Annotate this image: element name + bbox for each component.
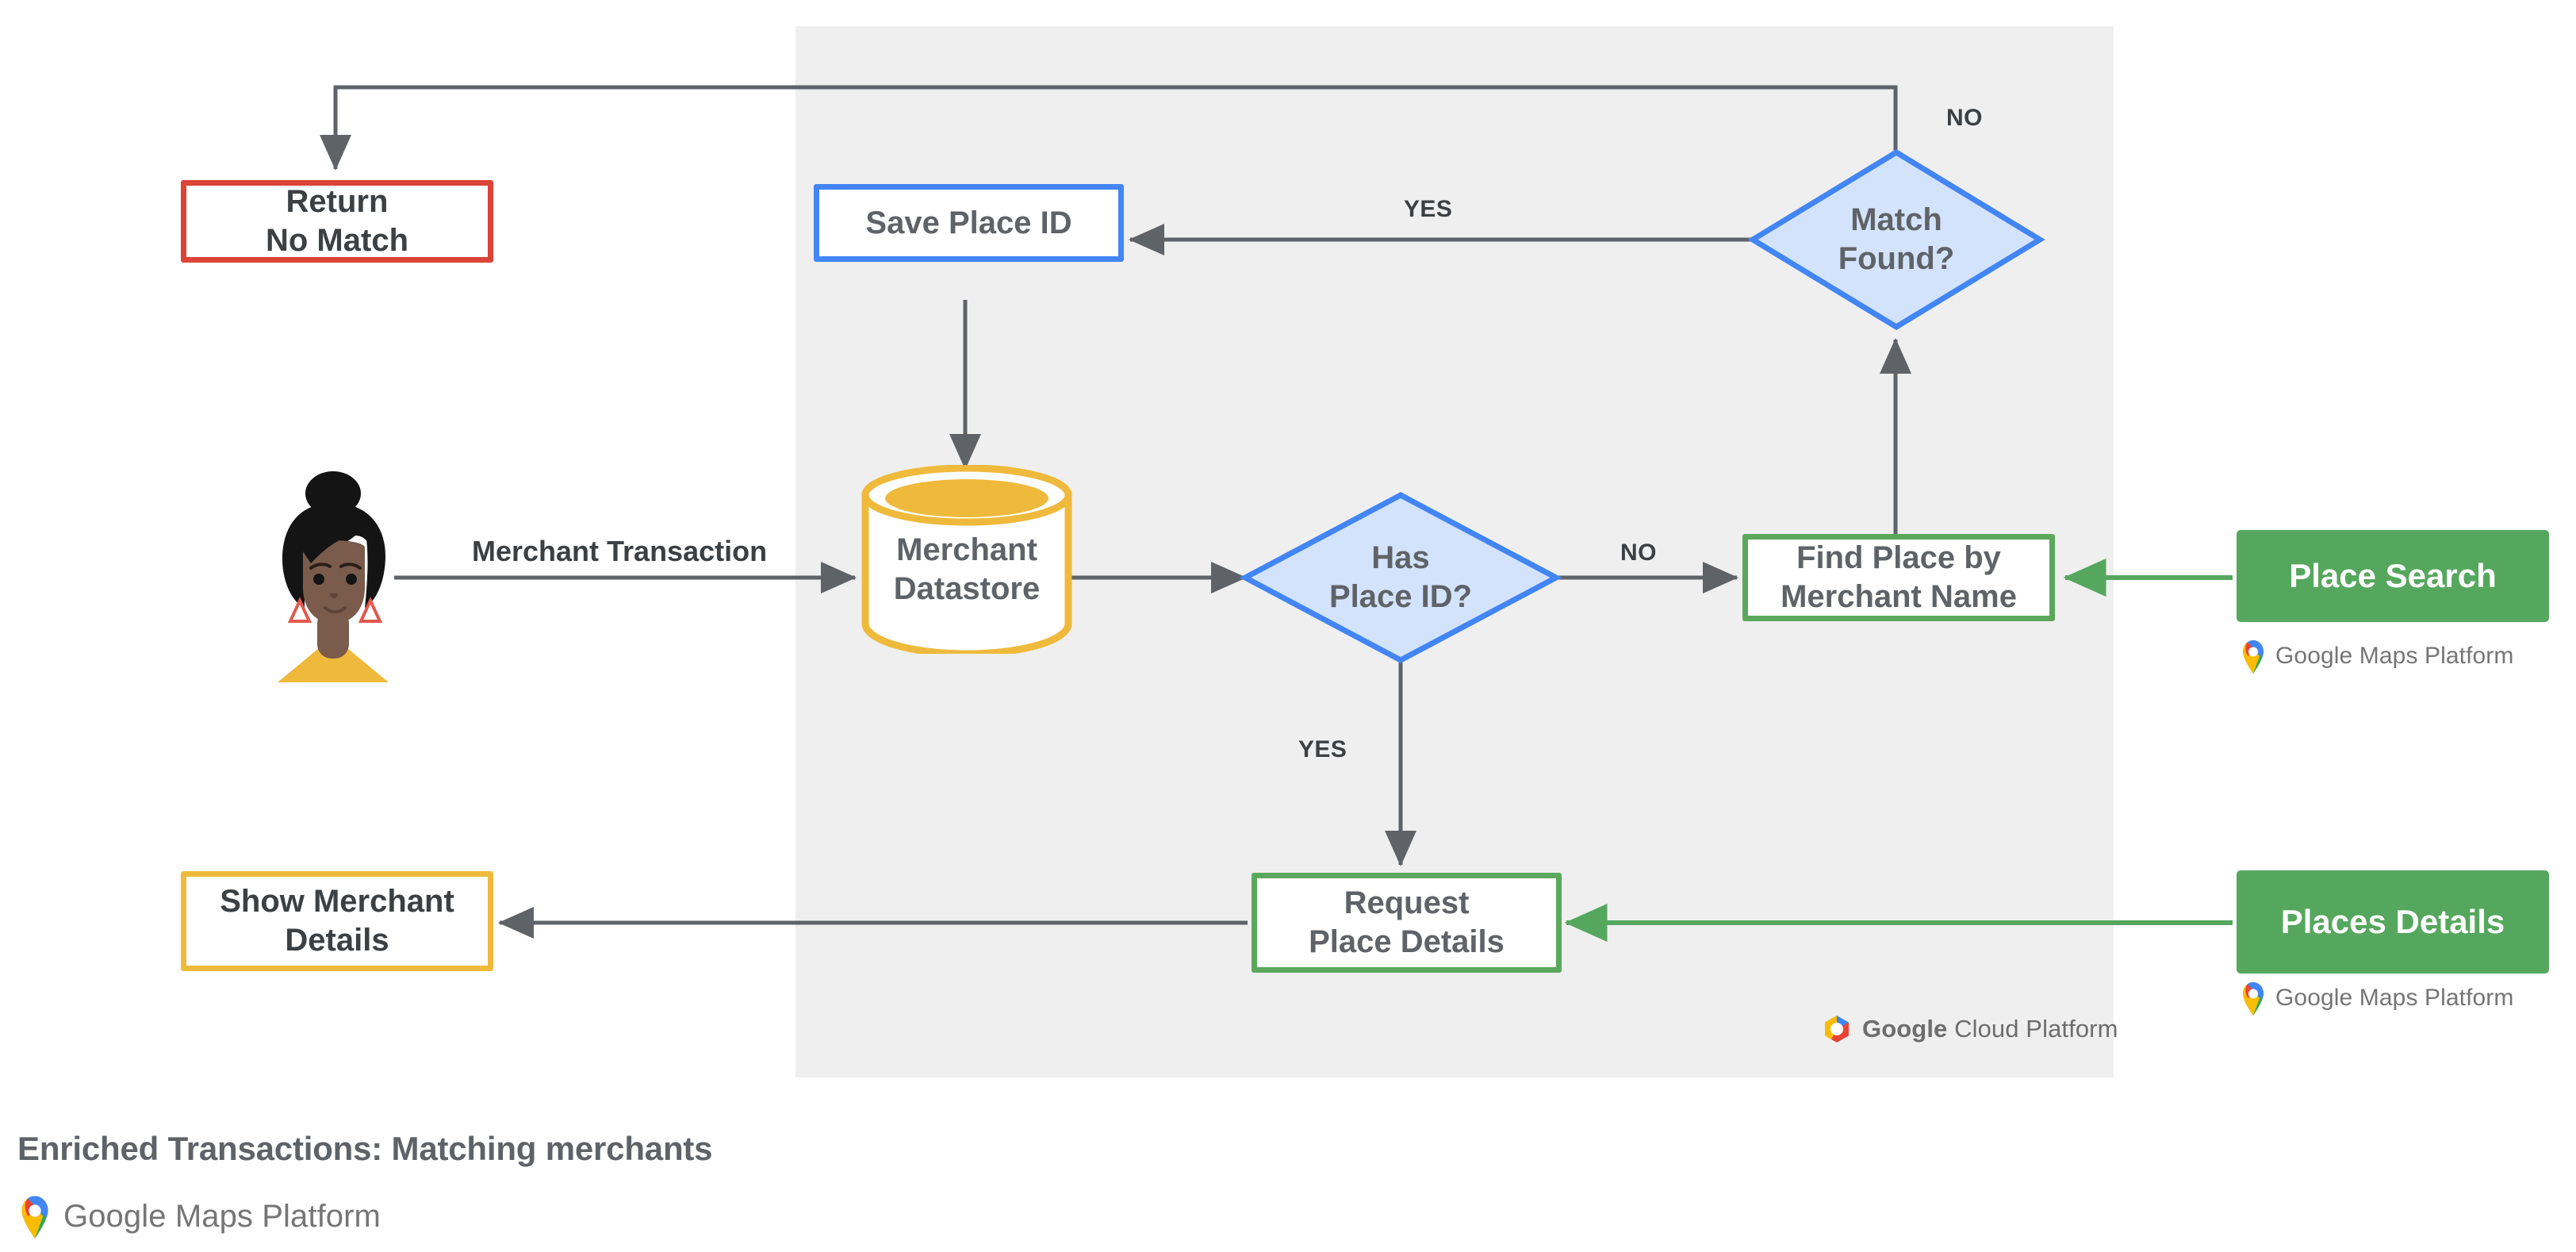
node-return-no-match-label: Return No Match: [266, 184, 408, 258]
place-search-google-maps-platform-logo: Google Maps Platform: [2240, 639, 2513, 674]
node-places-details[interactable]: Places Details: [2237, 870, 2549, 974]
has-place-id-diamond-shape: [1239, 492, 1562, 663]
node-place-search-label: Place Search: [2289, 557, 2497, 595]
gmp-rest-word: Maps Platform: [2359, 643, 2514, 669]
gmp-rest-word: Maps Platform: [2359, 985, 2514, 1011]
places-details-logo-text: Google Maps Platform: [2275, 985, 2513, 1012]
google-maps-pin-icon: [2243, 640, 2264, 674]
node-show-merchant-details[interactable]: Show Merchant Details: [181, 871, 493, 971]
gmp-google-word: Google: [63, 1198, 167, 1234]
node-request-place-details-label: Request Place Details: [1309, 885, 1505, 959]
match-found-diamond-shape: [1747, 148, 2045, 331]
caption-google-maps-platform-logo: Google Maps Platform: [17, 1194, 381, 1239]
diagram-caption: Enriched Transactions: Matching merchant…: [17, 1130, 713, 1167]
node-has-place-id[interactable]: Has Place ID?: [1239, 492, 1562, 663]
edge-match-found-no: [320, 85, 1898, 171]
edge-label-match-found-no: NO: [1946, 105, 1983, 131]
google-cloud-hexagon-icon: [1825, 1016, 1849, 1043]
gcp-google-word: Google: [1862, 1015, 1948, 1043]
node-places-details-label: Places Details: [2280, 903, 2505, 941]
gmp-google-word: Google: [2275, 643, 2353, 669]
edge-label-match-found-yes: YES: [1404, 196, 1453, 222]
place-search-logo-text: Google Maps Platform: [2275, 643, 2513, 670]
edge-label-merchant-transaction: Merchant Transaction: [472, 535, 768, 567]
node-match-found-label: Match Found?: [1838, 202, 1955, 276]
node-show-merchant-details-label: Show Merchant Details: [220, 884, 454, 958]
merchant-datastore-cylinder-shape: [861, 465, 1072, 654]
gcp-rest-word: Cloud Platform: [1954, 1015, 2118, 1043]
node-merchant-datastore[interactable]: Merchant Datastore: [861, 465, 1073, 654]
google-maps-pin-icon: [21, 1196, 48, 1239]
caption-logo-text: Google Maps Platform: [63, 1199, 381, 1235]
google-maps-pin-icon: [2243, 982, 2264, 1016]
merchant-customer-avatar: [262, 460, 404, 682]
google-cloud-platform-logo-text: Google Cloud Platform: [1862, 1015, 2118, 1043]
node-save-place-id-label: Save Place ID: [865, 205, 1072, 240]
node-request-place-details[interactable]: Request Place Details: [1252, 873, 1562, 973]
gmp-google-word: Google: [2275, 985, 2353, 1011]
node-find-place-by-merchant-name[interactable]: Find Place by Merchant Name: [1742, 534, 2055, 621]
node-save-place-id[interactable]: Save Place ID: [814, 184, 1124, 262]
edge-label-has-place-id-yes: YES: [1298, 736, 1347, 762]
gmp-rest-word: Maps Platform: [174, 1198, 381, 1234]
google-cloud-platform-logo: Google Cloud Platform: [1822, 1014, 2118, 1044]
node-match-found[interactable]: Match Found?: [1747, 148, 2045, 331]
node-place-search[interactable]: Place Search: [2237, 530, 2549, 622]
node-find-place-by-merchant-name-label: Find Place by Merchant Name: [1781, 540, 2017, 614]
edge-label-has-place-id-no: NO: [1620, 540, 1657, 566]
node-return-no-match[interactable]: Return No Match: [181, 180, 493, 263]
avatar-illustration-icon: [278, 471, 389, 682]
node-merchant-datastore-label: Merchant Datastore: [893, 532, 1041, 606]
places-details-google-maps-platform-logo: Google Maps Platform: [2240, 981, 2513, 1016]
node-has-place-id-label: Has Place ID?: [1328, 540, 1473, 614]
